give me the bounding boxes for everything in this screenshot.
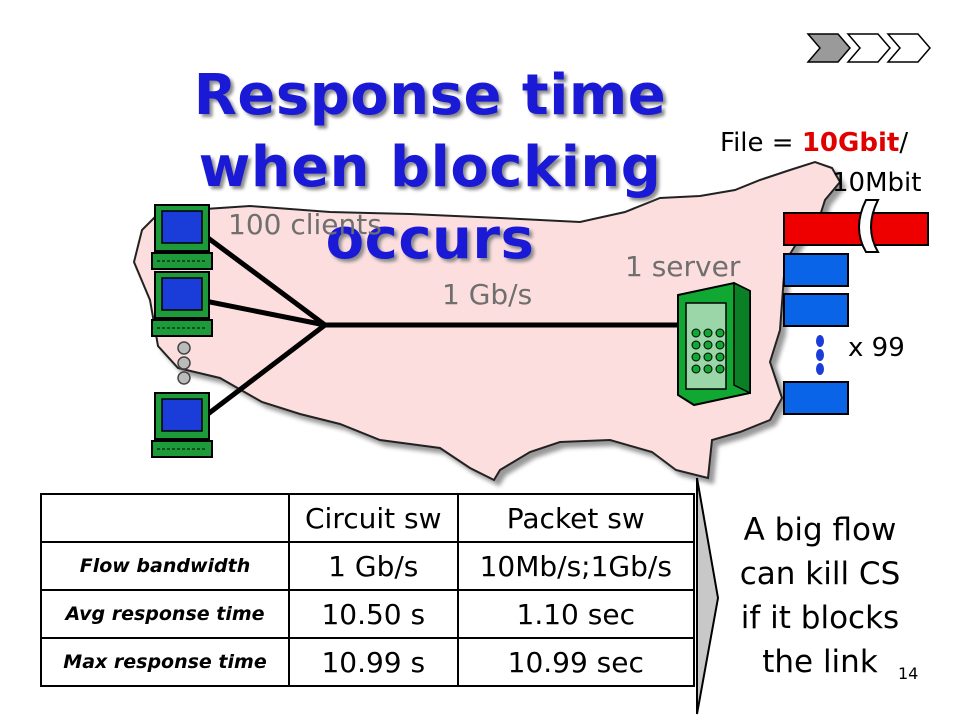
more-files-ellipsis — [816, 335, 824, 375]
file-multiplier: x 99 — [848, 333, 905, 363]
packet-cell: 10.99 sec — [456, 637, 696, 687]
server-label: 1 server — [625, 250, 741, 283]
table-header-circuit: Circuit sw — [288, 493, 459, 543]
row-label: Max response time — [40, 637, 290, 687]
summary-line: A big flow — [743, 512, 897, 548]
circuit-cell: 1 Gb/s — [288, 541, 459, 591]
more-clients-ellipsis — [177, 341, 191, 385]
table-row: Avg response time 10.50 s 1.10 sec — [40, 589, 696, 639]
summary-line: if it blocks — [740, 600, 900, 636]
packet-cell: 10Mb/s;1Gb/s — [456, 541, 696, 591]
table-row: Flow bandwidth 1 Gb/s 10Mb/s;1Gb/s — [40, 541, 696, 591]
row-label: Avg response time — [40, 589, 290, 639]
row-label: Flow bandwidth — [40, 541, 290, 591]
slide-title: Response time when blocking occurs — [193, 63, 667, 272]
us-map — [132, 160, 842, 482]
file-size-label: File = 10Gbit/ — [720, 128, 908, 158]
table-corner-cell — [40, 493, 290, 543]
client-computer-icon — [151, 204, 213, 270]
result-arrow-icon — [696, 477, 720, 715]
circuit-cell: 10.99 s — [288, 637, 459, 687]
link-client-1 — [198, 229, 327, 328]
table-header-row: Circuit sw Packet sw — [40, 493, 696, 543]
small-file-bar — [783, 293, 849, 327]
server-icon — [677, 281, 751, 407]
table-header-packet: Packet sw — [456, 493, 696, 543]
file-label-prefix: File = — [720, 128, 802, 158]
page-number: 14 — [898, 664, 919, 683]
slide-nav-chevrons-icon — [806, 33, 931, 63]
file-label-sep: / — [899, 128, 909, 158]
client-computer-icon — [151, 392, 213, 458]
summary-line: the link — [762, 644, 878, 680]
clients-label: 100 clients — [228, 208, 382, 241]
small-file-bar — [783, 381, 849, 415]
link-speed-label: 1 Gb/s — [442, 278, 533, 311]
circuit-cell: 10.50 s — [288, 589, 459, 639]
small-file-bar — [783, 253, 849, 287]
file-size-big: 10Gbit — [801, 128, 900, 158]
summary-text: A big flow can kill CS if it blocks the … — [720, 508, 920, 684]
big-file-bar — [783, 199, 929, 253]
packet-cell: 1.10 sec — [456, 589, 696, 639]
link-client-3 — [198, 323, 327, 422]
table-row: Max response time 10.99 s 10.99 sec — [40, 637, 696, 687]
link-client-2 — [199, 297, 326, 328]
comparison-table: Circuit sw Packet sw Flow bandwidth 1 Gb… — [40, 493, 696, 687]
summary-line: can kill CS — [739, 556, 901, 592]
file-size-small: 10Mbit — [832, 168, 922, 198]
client-computer-icon — [151, 271, 213, 337]
